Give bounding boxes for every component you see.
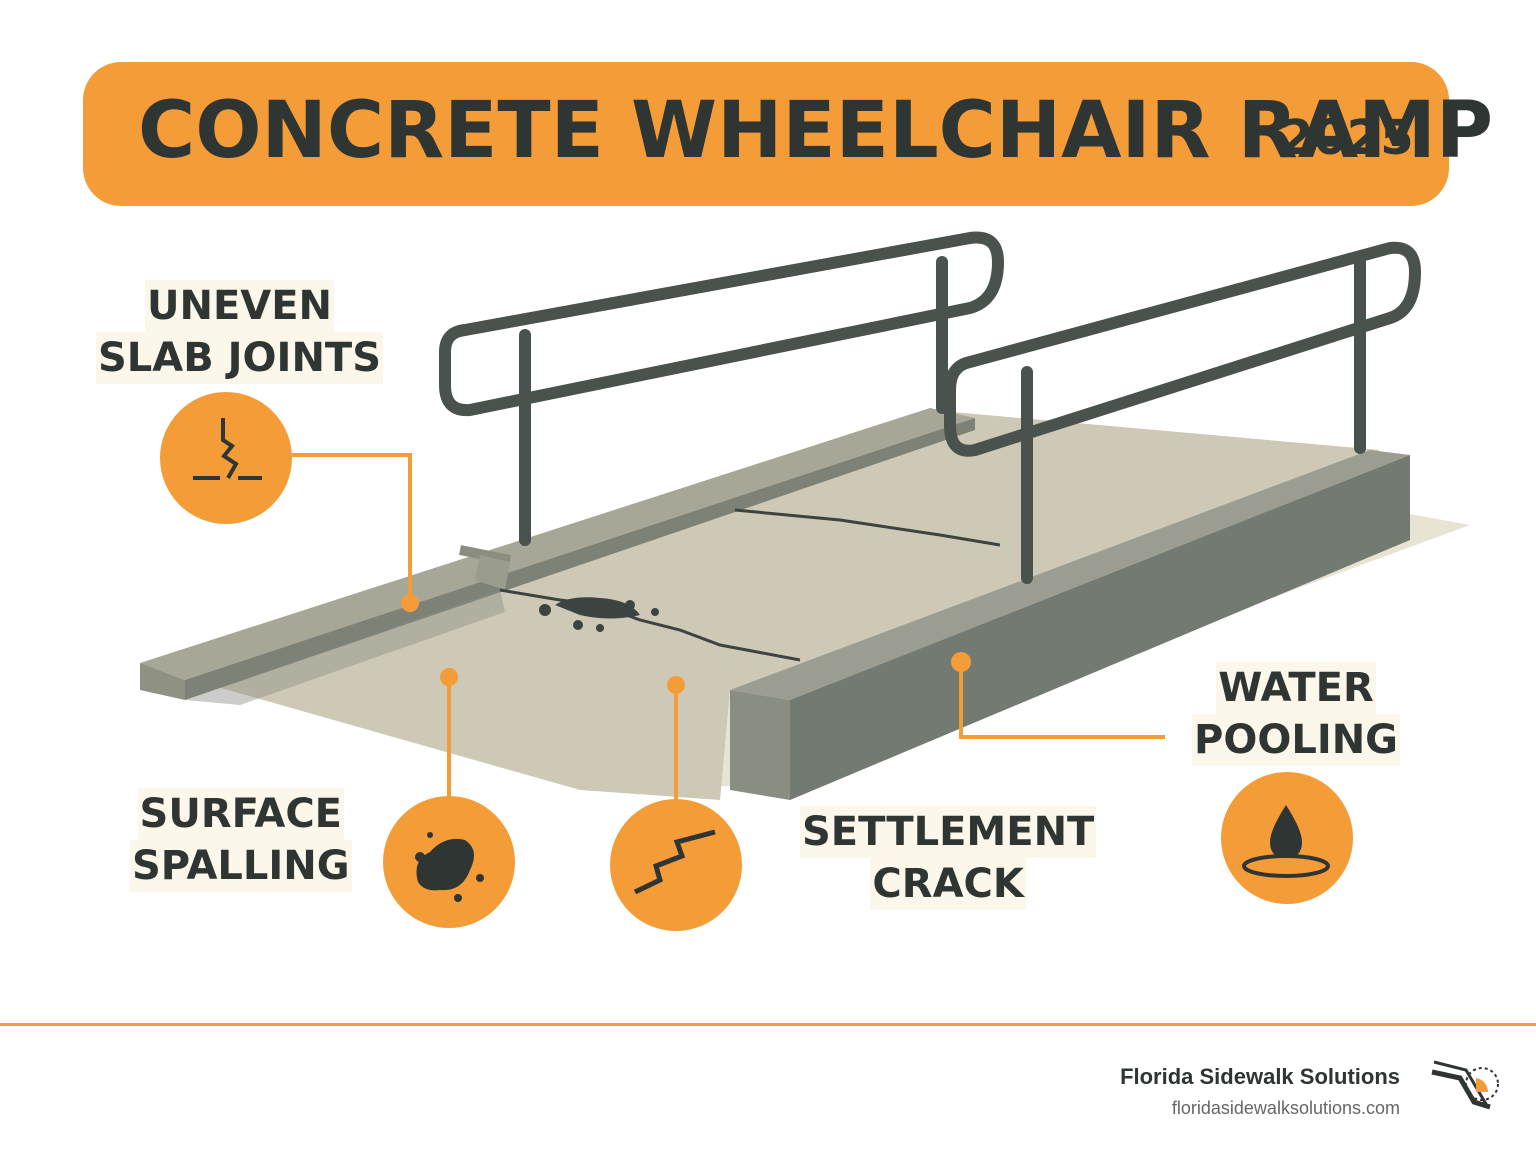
callout-lines	[292, 453, 1165, 800]
spall-patch	[555, 597, 640, 619]
right-curb-side	[790, 455, 1410, 800]
water-drop-icon	[1221, 772, 1353, 904]
crack-icon	[610, 799, 742, 931]
ramp-illustration	[140, 231, 1470, 931]
joint-step	[475, 555, 510, 590]
settlement-crack-line	[499, 588, 801, 662]
title-year: 2025	[1280, 110, 1414, 166]
right-curb-end	[730, 690, 790, 800]
handrail-left	[439, 231, 1004, 546]
brand-url: floridasidewalksolutions.com	[1171, 1098, 1400, 1118]
ramp-logo-icon	[1431, 1060, 1499, 1110]
left-curb-end	[140, 663, 185, 700]
right-curb-top	[730, 450, 1410, 700]
label-settlement-crack: SETTLEMENT CRACK	[800, 806, 1097, 910]
slab-crack-line	[734, 508, 1001, 547]
label-surface-spalling: SURFACE SPALLING	[130, 788, 352, 892]
gutter-shade	[185, 590, 505, 705]
left-curb-side	[185, 418, 975, 700]
slab-joint	[459, 545, 511, 565]
footer-divider	[0, 1023, 1536, 1026]
brand-name: Florida Sidewalk Solutions	[1120, 1064, 1400, 1089]
spalling-icon	[383, 796, 515, 928]
label-uneven-slab-joints: UNEVEN SLAB JOINTS	[96, 280, 384, 384]
label-water-pooling: WATER POOLING	[1192, 662, 1401, 766]
title-banner: CONCRETE WHEELCHAIR RAMP 2025	[83, 62, 1493, 206]
callout-dots	[401, 594, 971, 694]
uneven-joint-icon	[160, 392, 292, 524]
page-title: CONCRETE WHEELCHAIR RAMP	[138, 86, 1493, 176]
handrail-right	[944, 241, 1421, 584]
left-curb-top	[140, 408, 975, 680]
